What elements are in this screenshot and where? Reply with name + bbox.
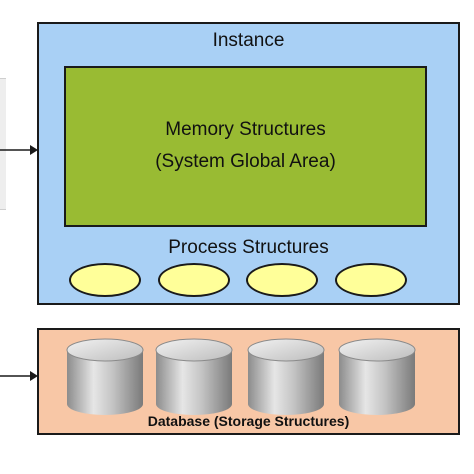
instance-title: Instance [212,30,285,51]
memory-structures-label: Memory Structures [165,119,326,140]
arrow-to-database [0,371,38,381]
database-label: Database (Storage Structures) [147,413,350,429]
disk-icon [338,338,416,415]
disk-icon [66,338,144,415]
process-ellipse [246,263,318,297]
memory-structures-box [64,66,427,227]
left-edge-fragment [0,78,6,210]
arrow-to-instance [0,145,38,155]
process-structures-title: Process Structures [168,237,329,258]
process-ellipse [335,263,407,297]
system-global-area-label: (System Global Area) [155,151,336,172]
disk-icon [247,338,325,415]
disk-icon [155,338,233,415]
process-ellipse [158,263,230,297]
process-ellipse [69,263,141,297]
